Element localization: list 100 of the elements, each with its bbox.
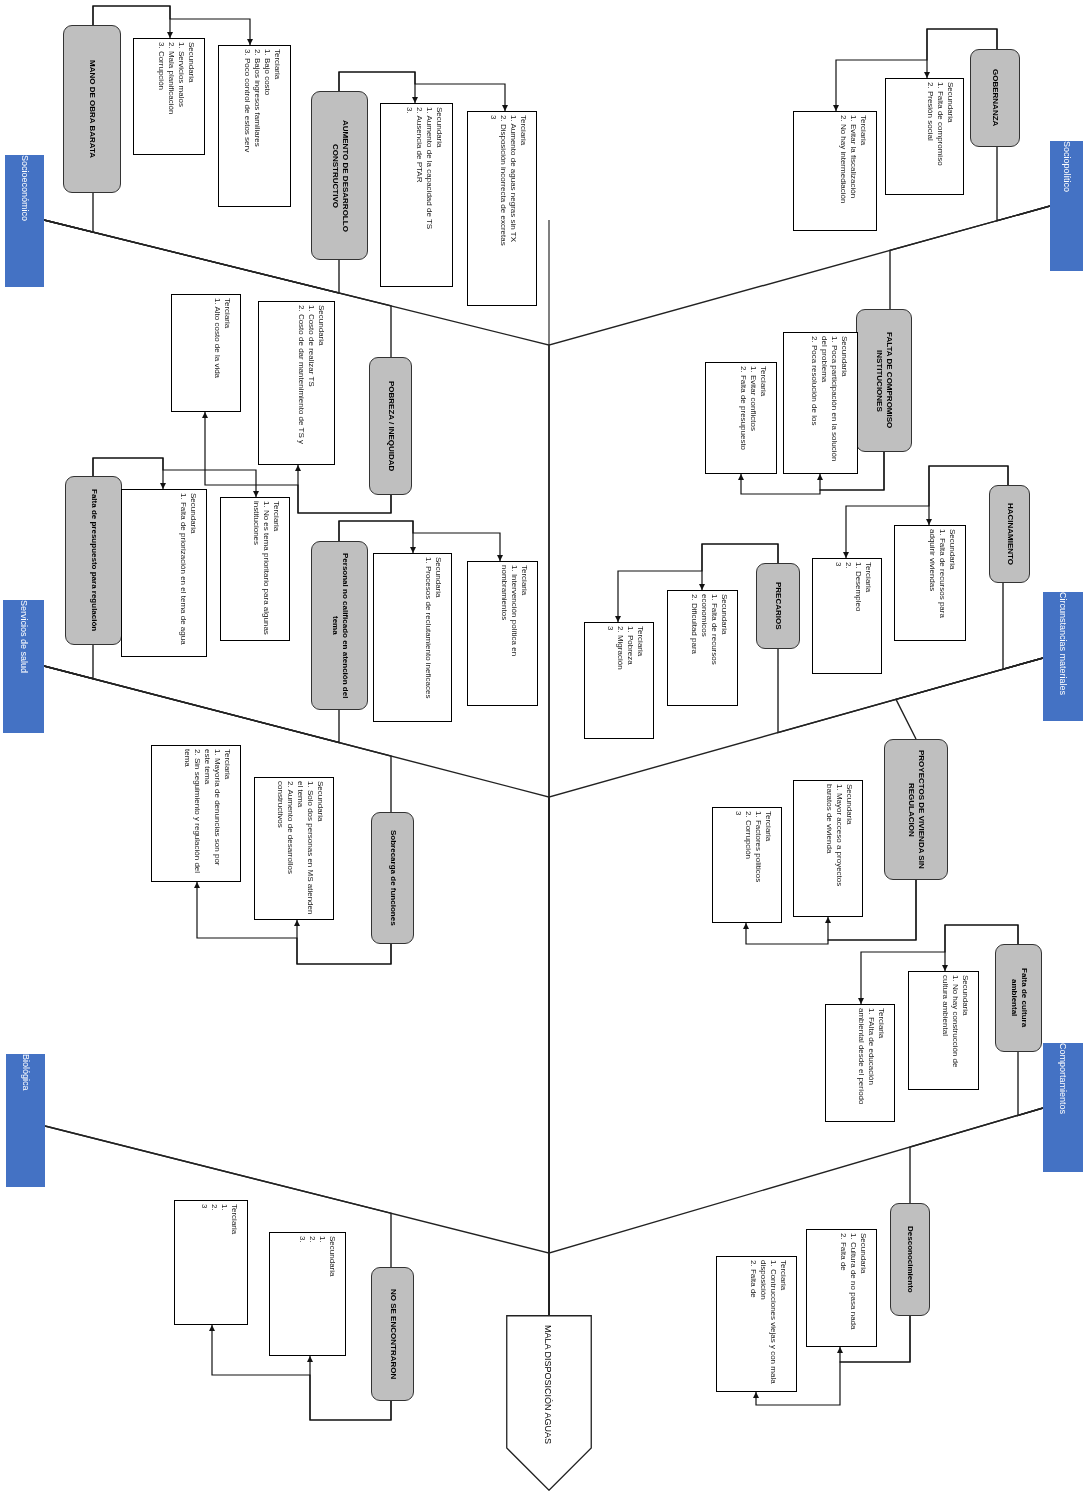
category-box	[3, 600, 44, 733]
list-item: 1. Desempleo	[853, 562, 863, 614]
list-heading: Secundaria	[433, 557, 443, 600]
arrow	[92, 5, 253, 46]
list-card	[218, 45, 291, 207]
cause-label: HACINAMIENTO	[1004, 502, 1015, 566]
list-item: 2. Dificultad para	[689, 594, 699, 657]
arrow	[338, 71, 508, 112]
list-heading: Terciaria	[858, 115, 868, 148]
list-card	[783, 332, 858, 474]
list-heading: Terciaria	[229, 1204, 239, 1237]
category-box	[1050, 141, 1083, 271]
list-heading: Secundaria	[844, 784, 854, 827]
list-item: 1. Alto costo de la vida	[212, 298, 222, 381]
list-heading: Secundaria	[839, 336, 849, 379]
branch-line	[909, 1107, 1044, 1204]
list-item: 1. Falta de recursos economicos	[699, 594, 719, 667]
list-item: 2. Ausencia de PTAR	[414, 107, 424, 185]
list-heading: Terciaria	[635, 626, 645, 659]
list-card	[712, 807, 782, 923]
list-item: 2. Sin seguimiento y regulación del tema	[182, 749, 202, 876]
arrow	[202, 411, 392, 514]
list-item: 1. Mayor acceso a proyectos baratos de vivienda	[824, 784, 844, 889]
list-item: 3	[605, 626, 615, 633]
list-item: 3	[733, 811, 743, 818]
category-box	[1043, 1043, 1083, 1172]
list-item: 1. Falta de recursos para adquirir viviendas	[927, 529, 947, 620]
arrow	[92, 457, 259, 498]
list-card	[885, 78, 964, 195]
arrow	[194, 881, 392, 965]
cause-label: FALTA DE COMPROMISO INSTITUCIONES	[874, 331, 894, 431]
list-item: 2. Corrupción	[743, 811, 753, 862]
cause-label: Falta de presupuesto para regulación	[88, 489, 99, 632]
list-item: 1. Pobreza	[625, 626, 635, 667]
cause-box	[371, 812, 414, 944]
list-heading: Terciaria	[271, 501, 281, 534]
cause-box	[989, 485, 1030, 583]
list-item: 3.	[404, 107, 414, 116]
cause-box	[890, 1203, 930, 1316]
list-item: 2. Aumento de desarrollos constructivos	[275, 781, 295, 876]
category-label: Socioeconómico	[19, 155, 30, 224]
list-item: 1. Costo de realizar TS	[306, 305, 316, 389]
cause-label: PRECARIOS	[773, 582, 783, 630]
list-item: 2.	[843, 562, 853, 571]
list-heading: Secundaria	[315, 781, 325, 824]
list-heading: Terciaria	[863, 562, 873, 595]
cause-label: GOBERNANZA	[990, 69, 1000, 127]
branch-line	[889, 205, 1051, 310]
list-item: 1. Evitar la fiscalización	[848, 115, 858, 201]
cause-label: POBREZA / INEQUIDAD	[385, 380, 396, 472]
cause-label: Sobrecarga de funciones	[387, 830, 398, 926]
list-card	[373, 553, 452, 722]
arrow	[209, 1324, 392, 1421]
list-item: 1. Factores politicos	[753, 811, 763, 885]
list-card	[812, 558, 882, 674]
cause-box	[311, 91, 368, 260]
cause-box	[369, 357, 412, 495]
list-heading: Terciaria	[778, 1260, 788, 1293]
list-item: 2. Disposición incorrecta de excretas	[498, 115, 508, 248]
list-item: 1. Aumento de la capacidad de TS	[424, 107, 434, 232]
list-item: 1. FAlta de educación ambiental desde el período	[856, 1008, 876, 1107]
list-item: 2.	[209, 1204, 219, 1213]
cause-box	[995, 944, 1042, 1052]
cause-box	[63, 25, 121, 193]
list-item: 2.	[307, 1236, 317, 1245]
arrow	[843, 465, 1009, 559]
list-item: 2. Falta de	[838, 1233, 848, 1273]
list-heading: Terciaria	[518, 115, 528, 148]
list-heading: Terciaria	[763, 811, 773, 844]
cause-box	[884, 739, 948, 880]
list-heading: Secundaria	[327, 1236, 337, 1279]
list-heading: Terciaria	[222, 298, 232, 331]
cause-box	[856, 309, 912, 452]
arrow	[743, 879, 917, 945]
list-card	[269, 1232, 346, 1356]
list-heading: Terciaria	[876, 1008, 886, 1041]
category-label: Comportamientos	[1058, 1043, 1068, 1117]
list-heading: Secundaria	[434, 107, 444, 150]
list-heading: Secundaria	[188, 493, 198, 536]
list-heading: Secundaria	[960, 975, 970, 1018]
list-item: 1. Procesos de reclutamiento ineficaces	[423, 557, 433, 701]
list-item: 2. Falta de presupuesto	[738, 366, 748, 453]
list-item: 1. Bajo costo	[262, 49, 272, 98]
cause-box	[970, 49, 1020, 147]
list-card	[793, 111, 877, 231]
list-item: 3. Poco control de estos serv	[242, 49, 252, 155]
arrow	[753, 1315, 911, 1406]
cause-box	[756, 563, 800, 649]
list-heading: Terciaria	[222, 749, 232, 782]
list-card	[258, 301, 335, 465]
list-card	[705, 362, 777, 474]
list-item: 1. Intervención política en nombramientos	[499, 565, 519, 659]
cause-label: Falta de cultura ambiental	[1008, 967, 1029, 1030]
list-card	[467, 111, 537, 306]
list-card	[584, 622, 654, 739]
list-item: 1. Cultura de no pasa nada	[848, 1233, 858, 1332]
arrow	[338, 520, 503, 562]
list-card	[894, 525, 966, 641]
list-item: 3	[833, 562, 843, 569]
list-card	[133, 38, 205, 155]
